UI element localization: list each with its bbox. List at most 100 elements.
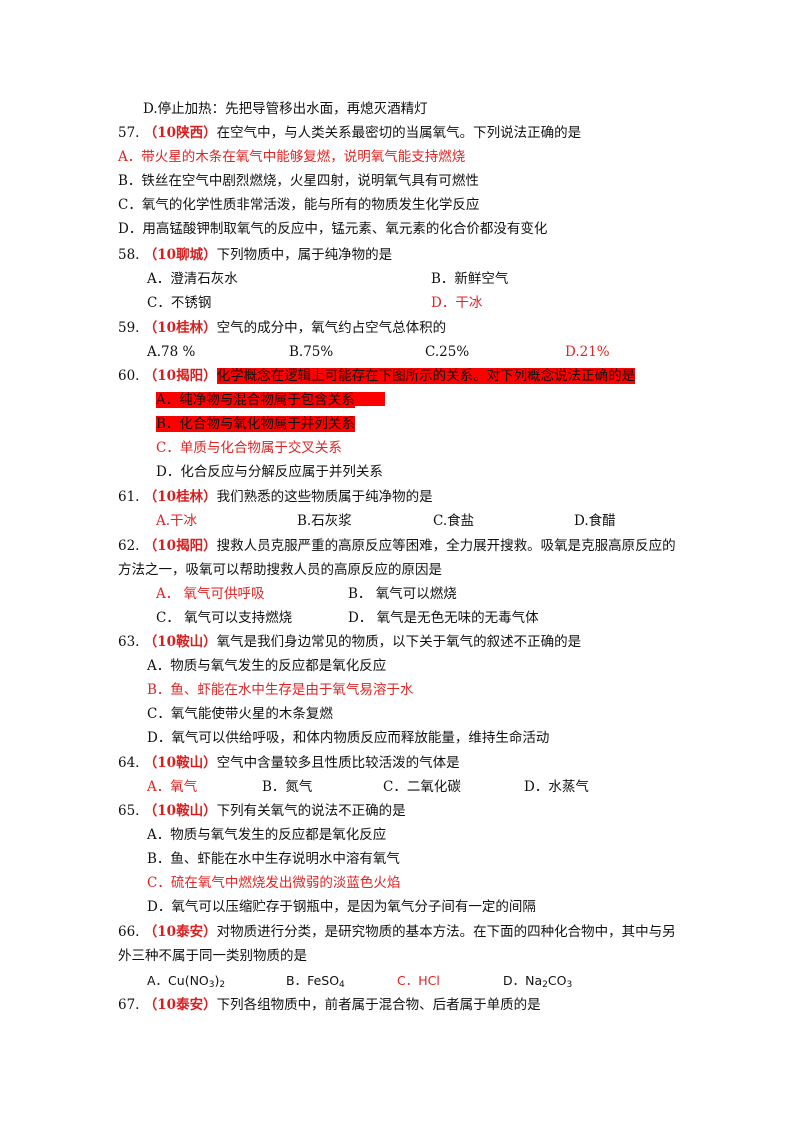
formula-part: D．Na [503, 973, 543, 988]
question-text: 在空气中，与人类关系最密切的当属氧气。下列说法正确的是 [216, 125, 582, 141]
question-number: 64. [118, 755, 140, 771]
option-label: B． [156, 416, 180, 432]
question-text: 对物质进行分类，是研究物质的基本方法。在下面的四种化合物中，其中与另 [216, 924, 676, 940]
question-source: （10鞍山） [143, 803, 217, 819]
q61-option-a: A.干冰 [156, 513, 198, 529]
q63-option-d: D．氧气可以供给呼吸，和体内物质反应而释放能量，维持生命活动 [147, 730, 550, 746]
q66-option-c: C．HCl [397, 973, 440, 988]
question-61: 61. （10桂林）我们熟悉的这些物质属于纯净物的是 [118, 487, 433, 507]
q59-option-d: D.21% [565, 344, 610, 360]
q64-option-b: B．氮气 [262, 779, 313, 795]
option-label: A． [156, 392, 180, 408]
q64-option-c: C．二氧化碳 [383, 779, 461, 795]
q66-option-a: A．Cu(NO3)2 [147, 971, 225, 991]
question-source: （10桂林） [143, 489, 217, 505]
question-source: （10鞍山） [143, 755, 217, 771]
question-number: 65. [118, 803, 140, 819]
question-62-cont: 方法之一，吸氧可以帮助搜救人员的高原反应的原因是 [118, 562, 442, 578]
q62-option-c: C． 氧气可以支持燃烧 [156, 610, 293, 626]
question-number: 62. [118, 538, 140, 554]
question-source: （10聊城） [143, 247, 217, 263]
question-source: （10桂林） [143, 320, 217, 336]
formula-part: CO [547, 973, 567, 988]
formula-part: ) [214, 973, 220, 988]
q63-option-a: A．物质与氧气发生的反应都是氧化反应 [147, 658, 387, 674]
formula-subscript: 4 [339, 980, 345, 990]
question-62: 62. （10揭阳）搜救人员克服严重的高原反应等困难，全力展开搜救。吸氧是克服高… [118, 536, 676, 556]
q61-option-b: B.石灰浆 [297, 513, 352, 529]
formula-part: A．Cu(NO [147, 973, 209, 988]
q64-option-a: A．氧气 [147, 779, 198, 795]
q62-option-d: D． 氧气是无色无味的无毒气体 [348, 610, 539, 626]
q65-option-c: C．硫在氧气中燃烧发出微弱的淡蓝色火焰 [147, 875, 401, 891]
question-text: 空气中含量较多且性质比较活泼的气体是 [216, 755, 460, 771]
question-number: 67. [118, 997, 140, 1013]
formula-part: B．FeSO [286, 973, 340, 988]
q56-option-d: D.停止加热：先把导管移出水面，再熄灭酒精灯 [143, 101, 428, 117]
q66-option-d: D．Na2CO3 [503, 971, 572, 991]
question-65: 65. （10鞍山）下列有关氧气的说法不正确的是 [118, 801, 406, 821]
formula-subscript: 3 [566, 980, 573, 990]
question-66-cont: 外三种不属于同一类别物质的是 [118, 948, 307, 964]
question-number: 60. [118, 368, 140, 384]
question-number: 57. [118, 125, 140, 141]
q57-option-b: B．铁丝在空气中剧烈燃烧，火星四射，说明氧气具有可燃性 [118, 173, 479, 189]
option-text-highlighted: 纯净物与混合物属于包含关系 [179, 392, 355, 408]
option-text-highlighted: 化合物与氧化物属于并列关系 [179, 416, 355, 432]
question-58: 58. （10聊城）下列物质中，属于纯净物的是 [118, 245, 392, 265]
question-number: 59. [118, 320, 140, 336]
q60-option-d: D．化合反应与分解反应属于并列关系 [156, 464, 383, 480]
question-source: （10揭阳） [143, 368, 217, 384]
question-57: 57. （10陕西）在空气中，与人类关系最密切的当属氧气。下列说法正确的是 [118, 123, 581, 143]
question-source: （10鞍山） [143, 634, 217, 650]
q59-option-b: B.75% [289, 344, 334, 360]
highlight-extension [354, 392, 385, 406]
q58-option-b: B．新鲜空气 [431, 271, 509, 287]
q63-option-b: B．鱼、虾能在水中生存是由于氧气易溶于水 [147, 682, 414, 698]
question-66: 66. （10泰安）对物质进行分类，是研究物质的基本方法。在下面的四种化合物中，… [118, 922, 676, 942]
q58-option-a: A．澄清石灰水 [147, 271, 238, 287]
q62-option-b: B． 氧气可以燃烧 [348, 586, 457, 602]
question-text: 下列物质中，属于纯净物的是 [216, 247, 393, 263]
question-text: 我们熟悉的这些物质属于纯净物的是 [216, 489, 433, 505]
question-text: 空气的成分中，氧气约占空气总体积的 [216, 320, 447, 336]
q64-option-d: D．水蒸气 [524, 779, 589, 795]
q58-option-c: C．不锈钢 [147, 295, 212, 311]
q60-option-b: B．化合物与氧化物属于并列关系 [156, 414, 355, 434]
formula-subscript: 2 [542, 980, 548, 990]
question-59: 59. （10桂林）空气的成分中，氧气约占空气总体积的 [118, 318, 446, 338]
question-60: 60. （10揭阳）化学概念在逻辑上可能存在下图所示的关系。对下列概念说法正确的… [118, 366, 636, 386]
question-source: （10泰安） [143, 924, 217, 940]
q61-option-d: D.食醋 [574, 513, 616, 529]
q65-option-a: A．物质与氧气发生的反应都是氧化反应 [147, 827, 387, 843]
q57-option-c: C．氧气的化学性质非常活泼，能与所有的物质发生化学反应 [118, 197, 480, 213]
q59-option-a: A.78 % [147, 344, 196, 360]
question-text: 下列各组物质中，前者属于混合物、后者属于单质的是 [216, 997, 541, 1013]
question-number: 61. [118, 489, 140, 505]
q65-option-b: B．鱼、虾能在水中生存说明水中溶有氧气 [147, 851, 400, 867]
q57-option-a: A．带火星的木条在氧气中能够复燃，说明氧气能支持燃烧 [118, 149, 466, 165]
q59-option-c: C.25% [425, 344, 470, 360]
formula-subscript: 2 [219, 980, 226, 990]
question-number: 58. [118, 247, 140, 263]
q62-option-a: A． 氧气可供呼吸 [156, 586, 265, 602]
q63-option-c: C．氧气能使带火星的木条复燃 [147, 706, 333, 722]
q66-option-b: B．FeSO4 [286, 971, 345, 991]
question-64: 64. （10鞍山）空气中含量较多且性质比较活泼的气体是 [118, 753, 460, 773]
q60-option-a: A．纯净物与混合物属于包含关系 [156, 390, 385, 410]
question-text: 下列有关氧气的说法不正确的是 [216, 803, 406, 819]
q61-option-c: C.食盐 [433, 513, 475, 529]
question-63: 63. （10鞍山）氧气是我们身边常见的物质，以下关于氧气的叙述不正确的是 [118, 632, 581, 652]
question-source: （10泰安） [143, 997, 217, 1013]
question-number: 66. [118, 924, 140, 940]
question-text-highlighted: 化学概念在逻辑上可能存在下图所示的关系。对下列概念说法正确的是 [216, 368, 636, 384]
question-67: 67. （10泰安）下列各组物质中，前者属于混合物、后者属于单质的是 [118, 995, 541, 1015]
question-text: 搜救人员克服严重的高原反应等困难，全力展开搜救。吸氧是克服高原反应的 [216, 538, 676, 554]
q60-option-c: C．单质与化合物属于交叉关系 [156, 440, 342, 456]
question-text: 氧气是我们身边常见的物质，以下关于氧气的叙述不正确的是 [216, 634, 582, 650]
question-source: （10陕西） [143, 125, 217, 141]
formula-subscript: 3 [208, 980, 215, 990]
q58-option-d: D．干冰 [431, 295, 483, 311]
q57-option-d: D．用高锰酸钾制取氧气的反应中，锰元素、氧元素的化合价都没有变化 [118, 221, 548, 237]
